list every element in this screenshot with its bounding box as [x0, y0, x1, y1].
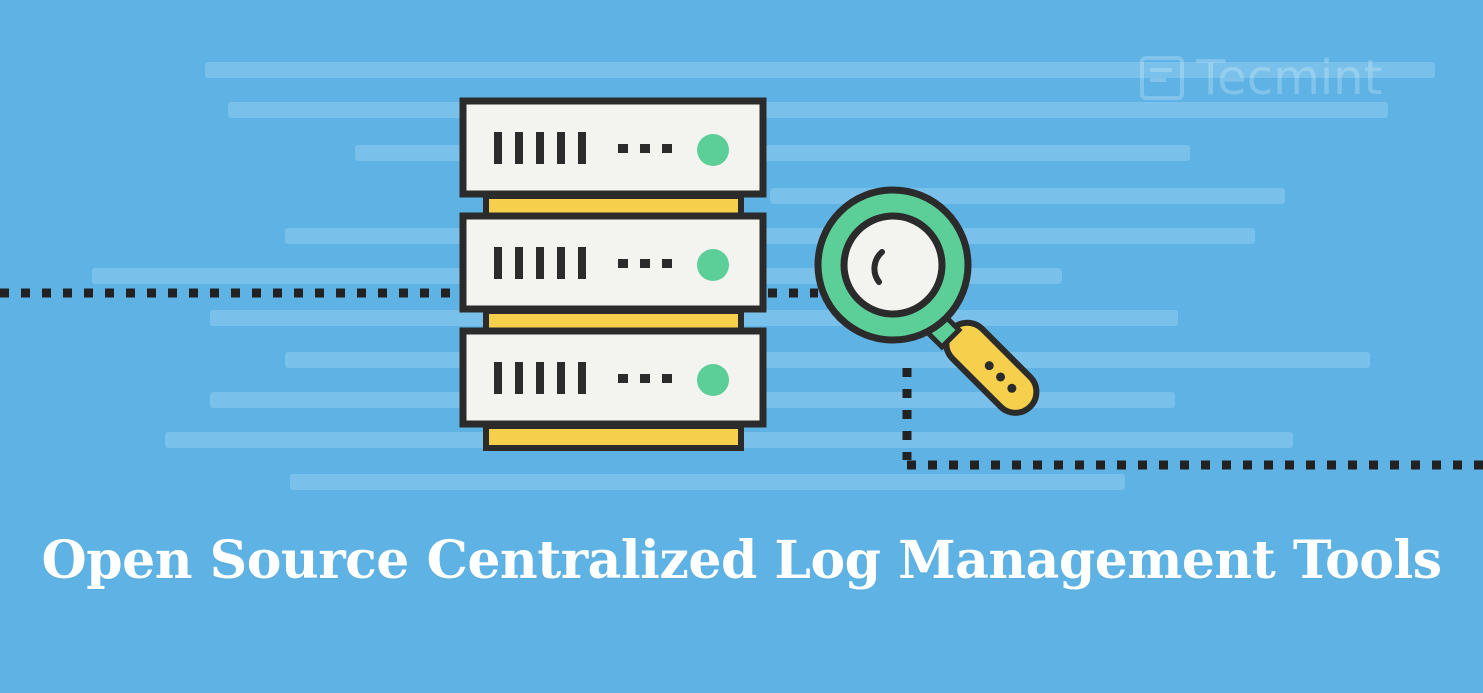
watermark-text: Tecmint [1196, 50, 1383, 106]
tecmint-watermark: Tecmint [1138, 48, 1448, 108]
dotted-connector-lines [0, 288, 1483, 470]
headline: Open Source Centralized Log Management T… [41, 530, 1442, 591]
magnifying-glass-icon [814, 186, 1040, 416]
server-stack-icon [459, 97, 767, 451]
tecmint-logo-icon [1140, 56, 1184, 100]
